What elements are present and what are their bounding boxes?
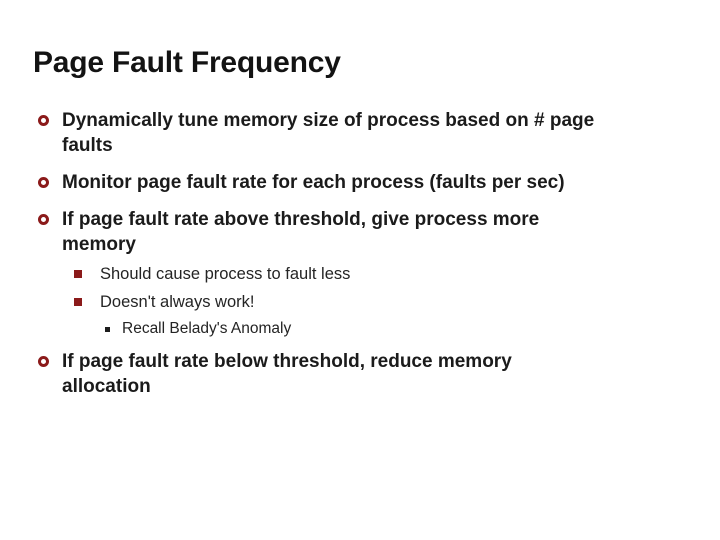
sub-bullet-item: Doesn't always work! (74, 291, 650, 313)
bullet-text: If page fault rate below threshold, redu… (62, 351, 512, 397)
bullet-item: If page fault rate above threshold, give… (38, 207, 650, 257)
slide-title: Page Fault Frequency (33, 46, 341, 79)
bullet-text: If page fault rate above threshold, give… (62, 209, 540, 255)
small-square-bullet-icon (105, 327, 110, 332)
hollow-circle-bullet-icon (38, 214, 49, 225)
hollow-circle-bullet-icon (38, 356, 49, 367)
sub-sub-bullet-text: Recall Belady's Anomaly (122, 320, 292, 337)
hollow-circle-bullet-icon (38, 115, 49, 126)
sub-sub-bullet-item: Recall Belady's Anomaly (105, 319, 650, 339)
sub-bullet-text: Doesn't always work! (100, 293, 255, 311)
bullet-item: Dynamically tune memory size of process … (38, 108, 650, 158)
bullet-list: Dynamically tune memory size of process … (38, 108, 650, 411)
bullet-item: If page fault rate below threshold, redu… (38, 349, 650, 399)
filled-square-bullet-icon (74, 298, 82, 306)
sub-bullet-item: Should cause process to fault less (74, 263, 650, 285)
bullet-item: Monitor page fault rate for each process… (38, 170, 650, 195)
bullet-text: Monitor page fault rate for each process… (62, 172, 565, 193)
filled-square-bullet-icon (74, 270, 82, 278)
hollow-circle-bullet-icon (38, 177, 49, 188)
bullet-text: Dynamically tune memory size of process … (62, 110, 595, 156)
sub-bullet-text: Should cause process to fault less (100, 265, 351, 283)
